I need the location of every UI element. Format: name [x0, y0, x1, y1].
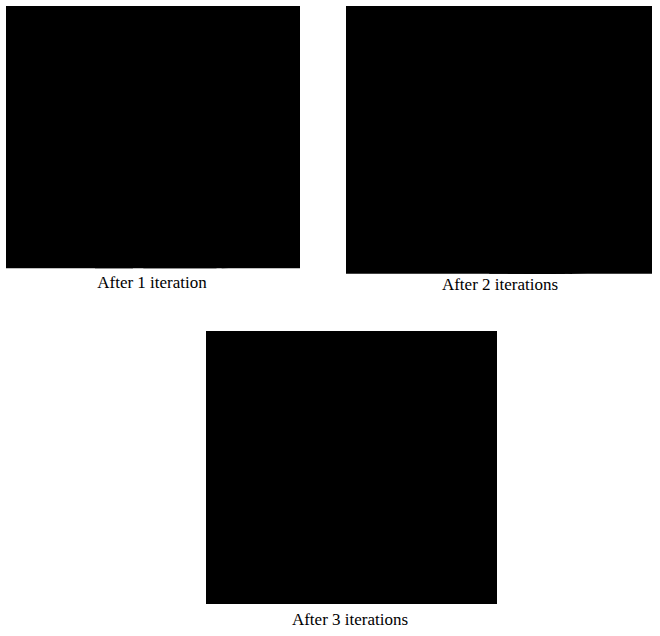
- caption-box: After 1 iteration: [97, 273, 207, 293]
- panel-caption: After 2 iterations: [442, 275, 558, 295]
- caption-box: After 3 iterations: [292, 610, 408, 630]
- caption-box: After 2 iterations: [442, 275, 558, 295]
- panel-caption: After 1 iteration: [97, 273, 207, 293]
- panel-caption: After 3 iterations: [292, 610, 408, 630]
